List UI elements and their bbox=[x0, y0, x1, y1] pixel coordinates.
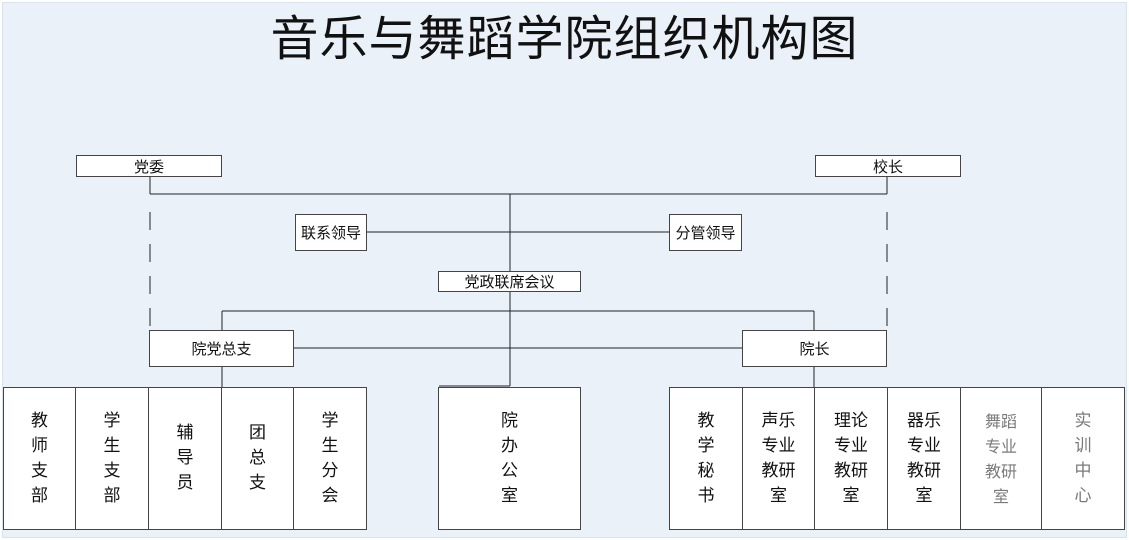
unit-student-branch: 学生支部 bbox=[75, 387, 149, 530]
dean-label: 院长 bbox=[799, 340, 830, 358]
unit-label: 辅导员 bbox=[176, 423, 194, 493]
joint-meeting-box: 党政联席会议 bbox=[438, 271, 581, 292]
unit-label: 实训中心 bbox=[1074, 410, 1092, 506]
unit-teacher-branch: 教师支部 bbox=[3, 387, 76, 530]
unit-dance-department: 舞蹈专业教研室 bbox=[960, 387, 1042, 530]
supervising-leader-box: 分管领导 bbox=[669, 214, 742, 251]
unit-youth-league: 团总支 bbox=[221, 387, 294, 530]
president-label: 校长 bbox=[872, 157, 903, 176]
dean-box: 院长 bbox=[742, 330, 887, 367]
unit-vocal-department: 声乐专业教研室 bbox=[742, 387, 815, 530]
party-committee-label: 党委 bbox=[133, 157, 164, 176]
party-committee-box: 党委 bbox=[76, 155, 222, 177]
liaison-leader-box: 联系领导 bbox=[295, 214, 367, 251]
unit-label: 舞蹈专业教研室 bbox=[984, 411, 1017, 506]
unit-training-center: 实训中心 bbox=[1041, 387, 1125, 530]
unit-label: 理论专业教研室 bbox=[834, 410, 868, 506]
supervising-leader-label: 分管领导 bbox=[675, 224, 736, 242]
unit-instrumental-department: 器乐专业教研室 bbox=[887, 387, 961, 530]
unit-label: 学生分会 bbox=[321, 410, 339, 506]
unit-label: 教学秘书 bbox=[697, 410, 715, 506]
joint-meeting-label: 党政联席会议 bbox=[464, 273, 555, 291]
chart-title: 音乐与舞蹈学院组织机构图 bbox=[270, 11, 859, 67]
unit-teaching-secretary: 教学秘书 bbox=[669, 387, 743, 530]
president-box: 校长 bbox=[815, 155, 961, 177]
unit-theory-department: 理论专业教研室 bbox=[814, 387, 888, 530]
unit-label: 器乐专业教研室 bbox=[907, 410, 941, 506]
college-party-branch-label: 院党总支 bbox=[191, 340, 252, 358]
unit-counselor: 辅导员 bbox=[148, 387, 222, 530]
college-party-branch-box: 院党总支 bbox=[149, 330, 294, 367]
general-office-box: 院办公室 bbox=[438, 387, 581, 530]
liaison-leader-label: 联系领导 bbox=[300, 224, 361, 242]
general-office-label: 院办公室 bbox=[501, 410, 518, 506]
unit-label: 学生支部 bbox=[103, 410, 121, 506]
unit-student-union: 学生分会 bbox=[293, 387, 367, 530]
unit-label: 声乐专业教研室 bbox=[761, 410, 796, 506]
unit-label: 教师支部 bbox=[31, 410, 48, 506]
unit-label: 团总支 bbox=[249, 423, 266, 493]
